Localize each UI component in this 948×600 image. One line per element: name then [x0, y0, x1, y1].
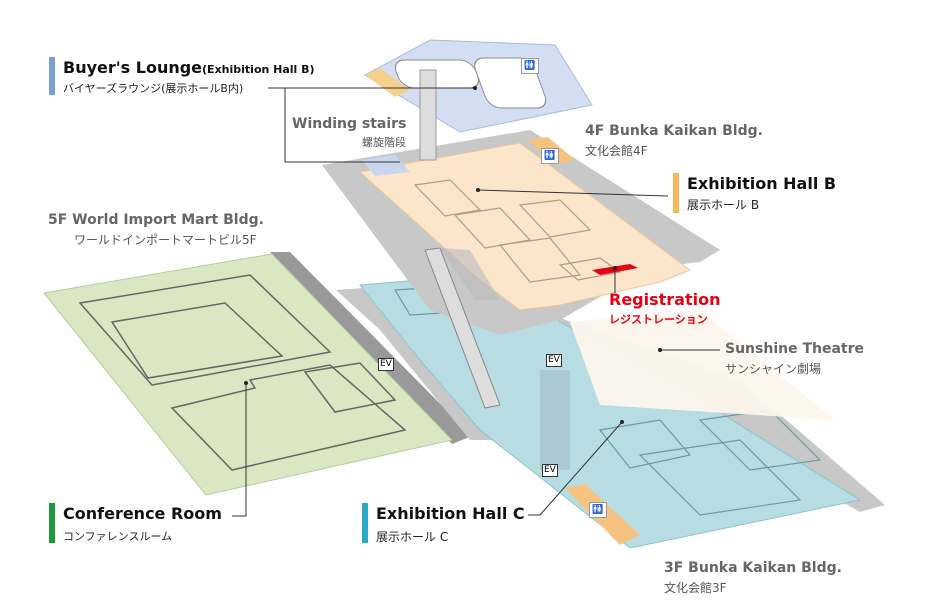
escalator: [424, 247, 501, 409]
buyers-lounge-label: Buyer's Lounge(Exhibition Hall B): [63, 58, 315, 77]
elevator-marker: EV: [542, 464, 558, 477]
hall-c-color-bar: [362, 503, 368, 543]
bunka-3f-jp: 文化会館3F: [664, 581, 727, 595]
lounge-color-bar: [49, 57, 55, 95]
sunshine-theatre-label: Sunshine Theatre: [725, 341, 865, 357]
glass-panel: [440, 248, 500, 300]
floor-5f-rooms: [78, 274, 407, 471]
lounge-orange: [365, 68, 410, 97]
exhibition-hall-c-label: Exhibition Hall C: [376, 504, 525, 523]
winding-stairs: [419, 69, 437, 161]
restroom-icon: 🚻: [521, 58, 539, 74]
floor-5f-shadow: [270, 252, 472, 444]
hall-b-color-bar: [673, 173, 679, 213]
floor-5f: [43, 253, 453, 496]
leader-dots: [244, 86, 662, 424]
exhibition-hall-b-jp: 展示ホール B: [687, 198, 760, 212]
restroom-icon: 🚻: [589, 502, 607, 518]
registration-jp: レジストレーション: [609, 313, 708, 326]
lounge-lower: [362, 155, 410, 176]
conference-room-label: Conference Room: [63, 504, 222, 523]
world-import-5f-jp: ワールドインポートマートビル5F: [74, 233, 257, 247]
elevator-marker: EV: [546, 354, 562, 367]
winding-stairs-label: Winding stairs: [292, 116, 407, 132]
conference-color-bar: [49, 503, 55, 543]
leader-lines: [232, 87, 720, 517]
restroom-icon: 🚻: [541, 148, 559, 164]
sunshine-theatre-jp: サンシャイン劇場: [725, 362, 822, 376]
world-import-5f-label: 5F World Import Mart Bldg.: [48, 212, 264, 228]
buyers-lounge-title: Buyer's Lounge: [63, 58, 203, 77]
sunshine-theatre-area: [570, 310, 835, 420]
bunka-3f-label: 3F Bunka Kaikan Bldg.: [664, 560, 842, 576]
lounge-room: [394, 59, 479, 89]
exhibition-hall-b-label: Exhibition Hall B: [687, 174, 837, 193]
elevator-marker: EV: [378, 358, 394, 371]
buyers-lounge-jp: バイヤーズラウンジ(展示ホールB内): [63, 82, 244, 95]
bunka-4f-jp: 文化会館4F: [585, 144, 648, 158]
elevator-shaft: [540, 370, 570, 470]
bunka-4f-label: 4F Bunka Kaikan Bldg.: [585, 123, 763, 139]
conference-room-jp: コンファレンスルーム: [63, 530, 173, 543]
winding-stairs-jp: 螺旋階段: [362, 136, 406, 149]
floor-4f-rooms: [413, 179, 622, 283]
buyers-lounge-suffix: (Exhibition Hall B): [202, 63, 315, 76]
exhibition-hall-c-jp: 展示ホール C: [376, 530, 449, 544]
registration-label: Registration: [609, 290, 721, 309]
